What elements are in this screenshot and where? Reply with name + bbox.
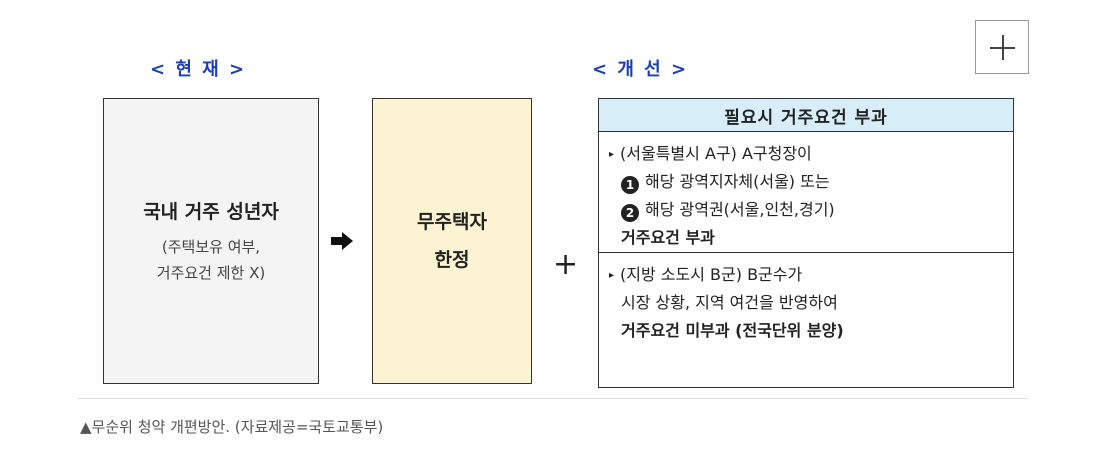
arrow-right-icon <box>331 232 353 254</box>
heading-current: < 현 재 > <box>150 59 247 80</box>
caption-divider <box>78 398 1028 399</box>
section2-result-line: 거주요건 미부과 (전국단위 분양) <box>609 317 1003 345</box>
current-policy-note-1: (주택보유 여부, <box>161 237 261 256</box>
homeless-limit-line-1: 무주택자 <box>417 211 487 233</box>
section1-title: (서울특별시 A구) A구청장이 <box>620 144 812 163</box>
section1-result-line: 거주요건 부과 <box>609 224 1003 252</box>
residency-panel: 필요시 거주요건 부과 ▸ (서울특별시 A구) A구청장이 1 해당 광역지자체(… <box>598 98 1014 388</box>
section1-item-1: 1 해당 광역지자체(서울) 또는 <box>609 168 1003 196</box>
image-caption: ▲무순위 청약 개편방안. (자료제공=국토교통부) <box>80 418 384 436</box>
zoom-button[interactable] <box>975 20 1029 74</box>
plus-sign: + <box>553 247 579 282</box>
homeless-limit-box: 무주택자 한정 <box>372 98 532 384</box>
panel-header: 필요시 거주요건 부과 <box>599 99 1013 132</box>
current-policy-box: 국내 거주 성년자 (주택보유 여부, 거주요건 제한 X) <box>103 98 319 384</box>
number-1-icon: 1 <box>621 176 639 194</box>
homeless-limit-line-2: 한정 <box>434 249 470 271</box>
panel-section-seoul: ▸ (서울특별시 A구) A구청장이 1 해당 광역지자체(서울) 또는 2 해당 광… <box>599 132 1013 253</box>
section1-result: 거주요건 부과 <box>621 228 715 247</box>
section1-item-2: 2 해당 광역권(서울,인천,경기) <box>609 196 1003 224</box>
heading-improved: < 개 선 > <box>592 59 689 80</box>
triangle-bullet-icon: ▸ <box>609 148 615 160</box>
section1-title-line: ▸ (서울특별시 A구) A구청장이 <box>609 140 1003 168</box>
panel-section-province: ▸ (지방 소도시 B군) B군수가 시장 상황, 지역 여건을 반영하여 거주요… <box>599 253 1013 345</box>
number-2-icon: 2 <box>621 204 639 222</box>
section2-line-2: 시장 상황, 지역 여건을 반영하여 <box>621 293 838 312</box>
current-policy-title: 국내 거주 성년자 <box>143 200 279 223</box>
triangle-bullet-icon: ▸ <box>609 269 615 281</box>
current-policy-note-2: 거주요건 제한 X) <box>156 263 266 282</box>
section1-item-2-text: 해당 광역권(서울,인천,경기) <box>645 200 835 219</box>
section2-title-line: ▸ (지방 소도시 B군) B군수가 <box>609 261 1003 289</box>
section1-item-1-text: 해당 광역지자체(서울) 또는 <box>645 172 830 191</box>
section2-result: 거주요건 미부과 (전국단위 분양) <box>621 321 844 340</box>
section2-title: (지방 소도시 B군) B군수가 <box>620 265 803 284</box>
